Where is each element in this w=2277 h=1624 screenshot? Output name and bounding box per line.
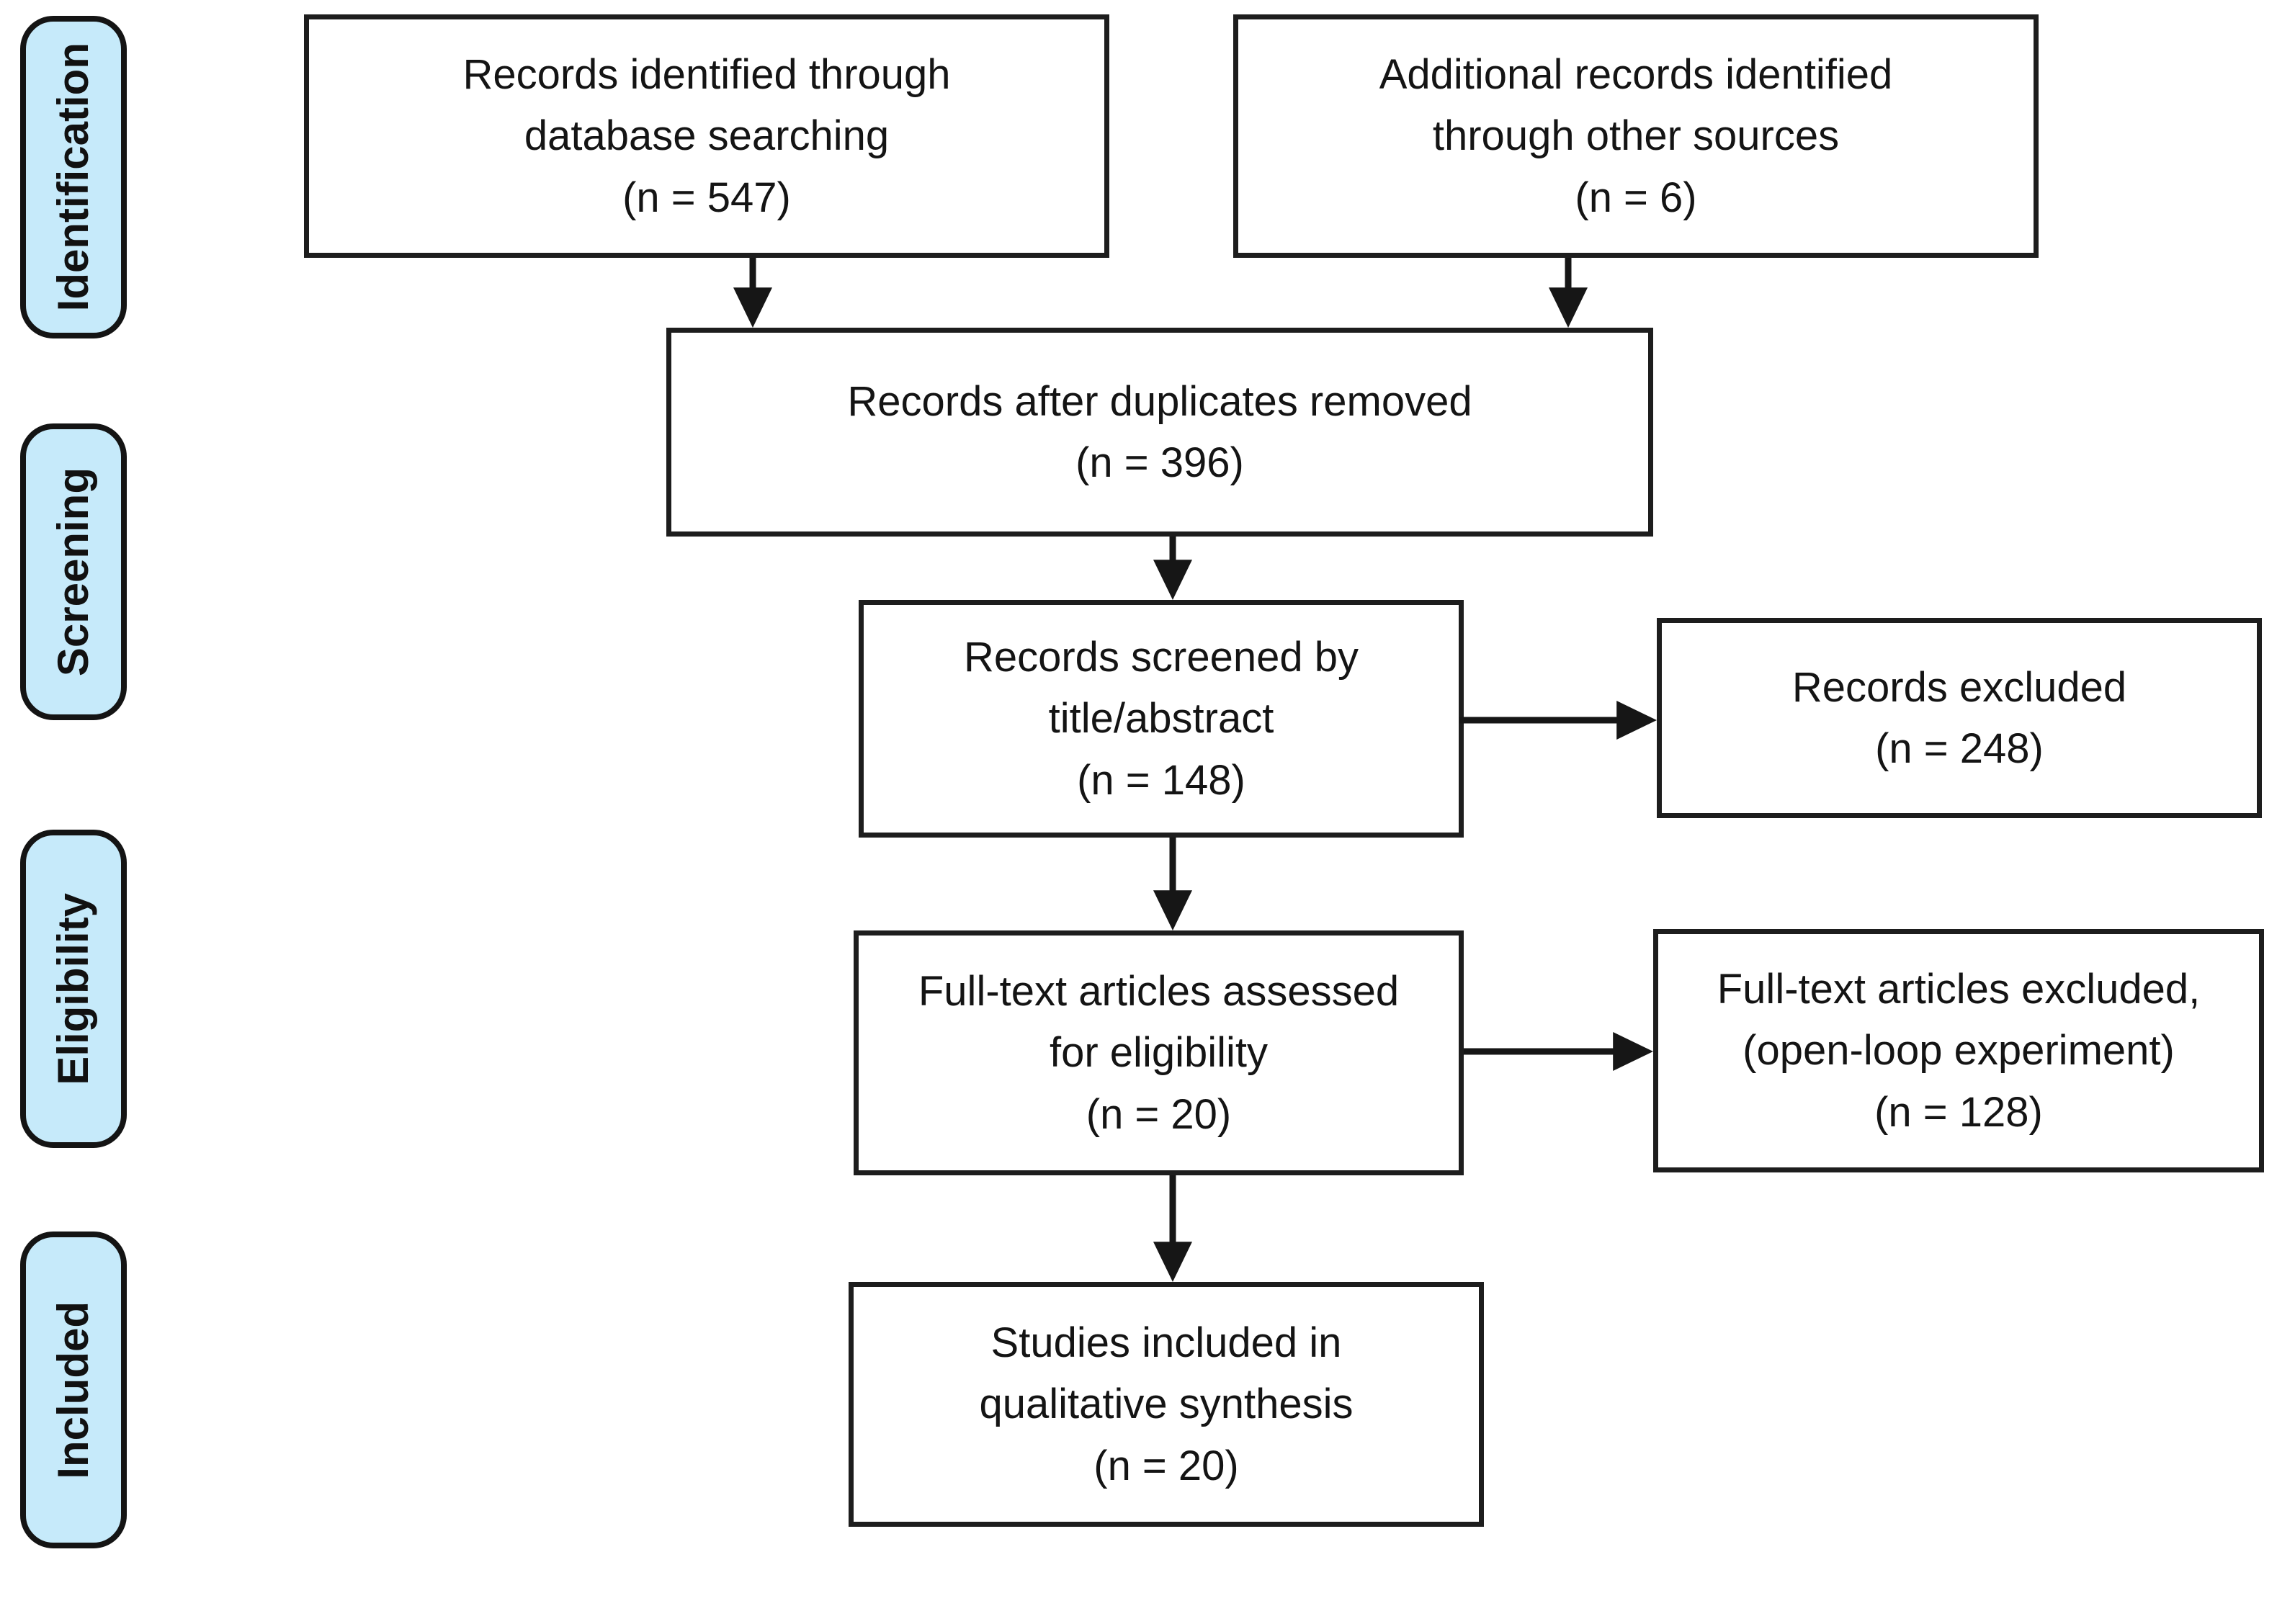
box-count: (n = 128) xyxy=(1874,1088,2043,1136)
box-line: Full-text articles assessed xyxy=(918,968,1400,1015)
stage-screening: Screening xyxy=(20,423,127,720)
stage-included: Included xyxy=(20,1232,127,1548)
box-records-screened: Records screened by title/abstract (n = … xyxy=(859,600,1464,838)
box-additional-records-other-sources: Additional records identified through ot… xyxy=(1233,14,2039,258)
box-line: Full-text articles excluded, xyxy=(1717,966,2201,1013)
box-studies-included: Studies included in qualitative synthesi… xyxy=(849,1282,1484,1527)
box-records-excluded: Records excluded (n = 248) xyxy=(1657,618,2262,818)
stage-identification: Identification xyxy=(20,16,127,338)
stage-eligibility: Eligibility xyxy=(20,830,127,1148)
box-line: title/abstract xyxy=(1048,695,1274,743)
box-line: Studies included in xyxy=(990,1319,1342,1367)
box-count: (n = 248) xyxy=(1875,725,2044,772)
box-count: (n = 396) xyxy=(1075,439,1244,486)
box-line: qualitative synthesis xyxy=(979,1381,1354,1428)
box-count: (n = 148) xyxy=(1077,756,1245,804)
box-line: Records after duplicates removed xyxy=(847,377,1472,425)
box-line: Additional records identified xyxy=(1379,51,1893,99)
box-count: (n = 6) xyxy=(1575,174,1697,221)
box-count: (n = 20) xyxy=(1093,1442,1239,1489)
box-line: through other sources xyxy=(1432,112,1840,160)
box-line: Records excluded xyxy=(1791,663,2127,711)
stage-identification-label: Identification xyxy=(49,42,97,312)
box-line: Records screened by xyxy=(963,634,1359,681)
box-fulltext-excluded: Full-text articles excluded, (open-loop … xyxy=(1653,929,2264,1172)
stage-included-label: Included xyxy=(49,1301,97,1479)
box-count: (n = 20) xyxy=(1086,1090,1232,1138)
stage-eligibility-label: Eligibility xyxy=(49,892,97,1085)
stage-screening-label: Screening xyxy=(49,467,97,677)
box-records-identified-database: Records identified through database sear… xyxy=(304,14,1109,258)
box-line: for eligibility xyxy=(1050,1029,1268,1077)
box-fulltext-assessed: Full-text articles assessed for eligibil… xyxy=(854,930,1464,1175)
box-count: (n = 547) xyxy=(622,174,791,221)
box-line: (open-loop experiment) xyxy=(1743,1027,2175,1075)
box-records-after-duplicates-removed: Records after duplicates removed (n = 39… xyxy=(666,328,1653,537)
box-line: Records identified through xyxy=(462,51,951,99)
box-line: database searching xyxy=(524,112,890,160)
